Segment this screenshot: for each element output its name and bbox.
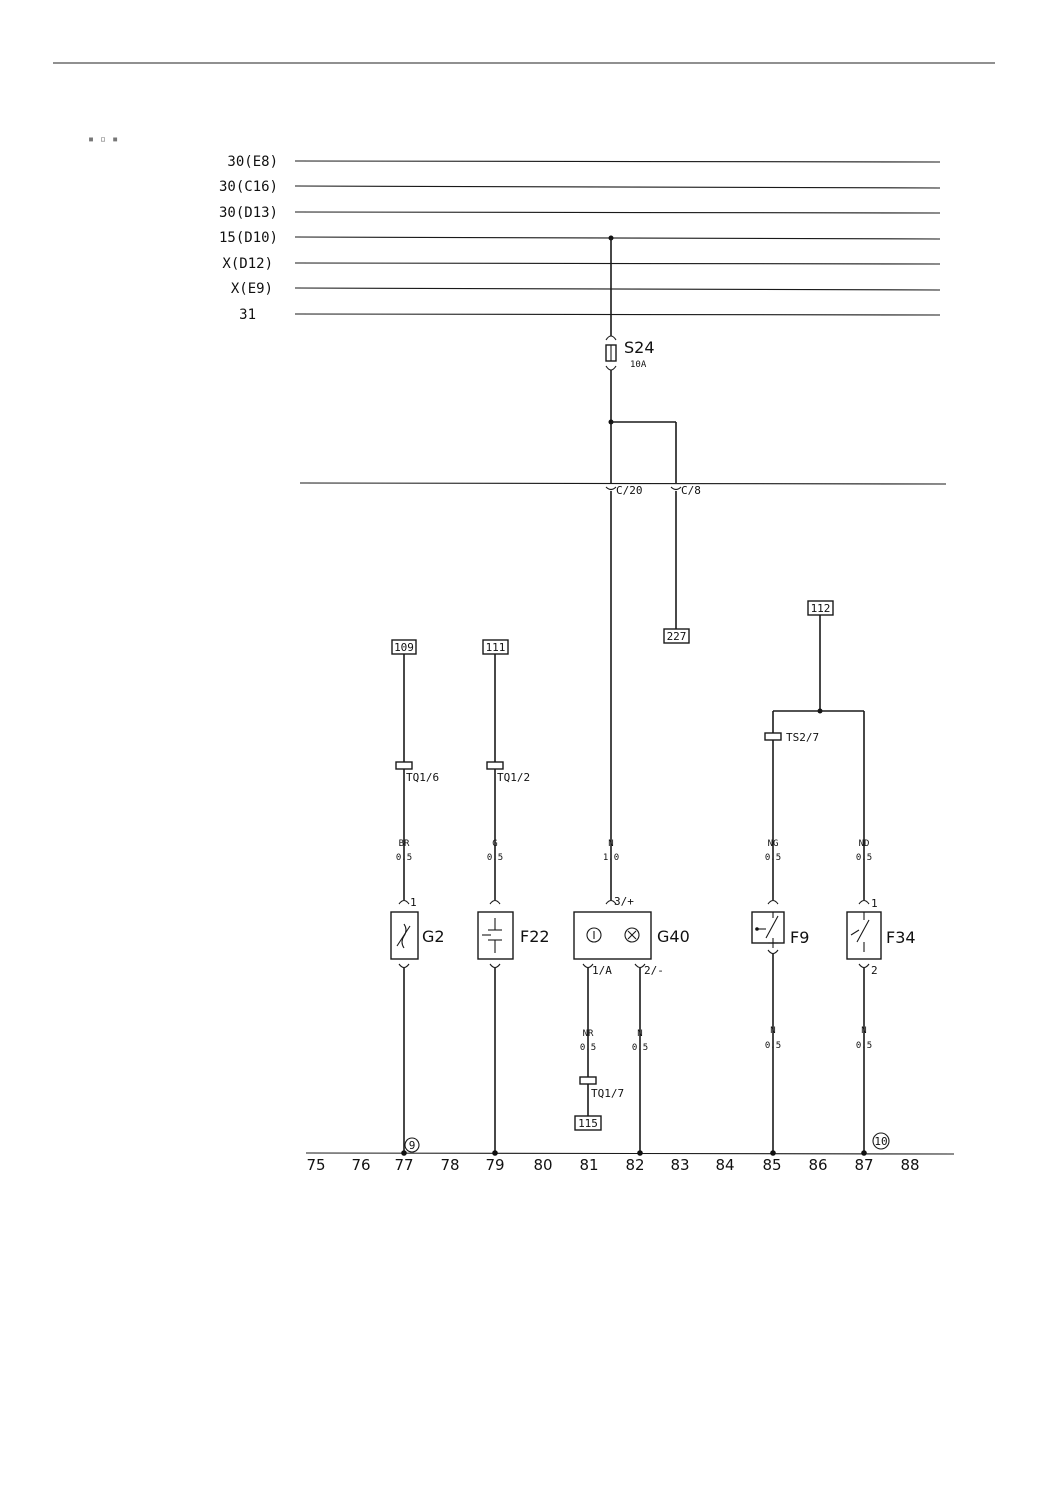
- wire-size: 0.5: [632, 1043, 648, 1053]
- pin-label: 1: [410, 896, 417, 909]
- wire-color: NR: [583, 1029, 594, 1039]
- component-f9: [752, 912, 784, 948]
- fuse-s24: S24 10A: [606, 238, 655, 422]
- wire-color: G: [492, 839, 497, 849]
- wire-size: 0.5: [856, 1041, 872, 1051]
- component-label: F9: [790, 928, 809, 947]
- wire-color: N: [861, 1026, 866, 1036]
- wire-size: 0.5: [765, 853, 781, 863]
- column-number: 76: [351, 1156, 370, 1174]
- bus-lines: [295, 161, 940, 315]
- pin-label: 1/A: [592, 964, 612, 977]
- ground-point-9: 9: [405, 1138, 419, 1152]
- bus-label: 30(C16): [219, 179, 278, 195]
- connector-label: C/8: [681, 484, 701, 497]
- column-number: 84: [715, 1156, 734, 1174]
- column-numbers: 75 76 77 78 79 80 81 82 83 84 85 86 87 8…: [306, 1156, 919, 1174]
- wire-size: 0.5: [580, 1043, 596, 1053]
- column-number: 82: [625, 1156, 644, 1174]
- column-number: 88: [900, 1156, 919, 1174]
- bus-label: 31: [239, 307, 256, 323]
- junction-dot: [401, 1150, 407, 1156]
- column-number: 81: [579, 1156, 598, 1174]
- column-number: 83: [670, 1156, 689, 1174]
- plug-label: TQ1/6: [406, 771, 439, 784]
- wire-size: 0.5: [856, 853, 872, 863]
- pin-label: 2: [871, 964, 878, 977]
- junction-dot: [492, 1150, 498, 1156]
- column-number: 77: [394, 1156, 413, 1174]
- wire-size: 0.5: [765, 1041, 781, 1051]
- bus-labels: 30(E8) 30(C16) 30(D13) 15(D10) X(D12) X(…: [219, 154, 278, 323]
- wire-size: 0.5: [396, 853, 412, 863]
- scan-artifact: ▪ ▫ ▪: [88, 134, 118, 145]
- junction-dot: [637, 1150, 643, 1156]
- component-label: F22: [520, 927, 550, 946]
- wire-color: BR: [399, 839, 410, 849]
- component-label: F34: [886, 928, 916, 947]
- wire-color: N: [608, 839, 613, 849]
- component-label: G2: [422, 927, 445, 946]
- component-g2: [391, 912, 418, 959]
- bus-label: 30(D13): [219, 205, 278, 221]
- pin-label: 3/+: [614, 895, 634, 908]
- plug-label: TS2/7: [786, 731, 819, 744]
- wire-size: 0.5: [487, 853, 503, 863]
- column-number: 86: [808, 1156, 827, 1174]
- wire-color: N: [770, 1026, 775, 1036]
- component-label: G40: [657, 927, 690, 946]
- column-number: 87: [854, 1156, 873, 1174]
- column-number: 79: [485, 1156, 504, 1174]
- fuse-label: S24: [624, 338, 655, 357]
- bus-label: X(E9): [231, 281, 273, 297]
- pin-label: 1: [871, 897, 878, 910]
- wire-color: N: [637, 1029, 642, 1039]
- bus-label: 15(D10): [219, 230, 278, 246]
- ref-111: 111: [486, 641, 506, 654]
- component-f34: [847, 912, 881, 959]
- component-g40: [574, 912, 651, 959]
- plug-label: TQ1/2: [497, 771, 530, 784]
- ground-label: 9: [409, 1139, 416, 1152]
- plug-label: TQ1/7: [591, 1087, 624, 1100]
- wire-color: ND: [859, 839, 870, 849]
- junction-dot: [770, 1150, 776, 1156]
- component-f22: [478, 912, 513, 959]
- fuse-rating: 10A: [630, 360, 647, 370]
- column-number: 75: [306, 1156, 325, 1174]
- ground-label: 10: [874, 1135, 887, 1148]
- connector-label: C/20: [616, 484, 643, 497]
- ref-112: 112: [811, 602, 831, 615]
- bus-label: X(D12): [222, 256, 273, 272]
- junction-dot: [861, 1150, 867, 1156]
- pin-label: 2/-: [644, 964, 664, 977]
- bus-label: 30(E8): [227, 154, 278, 170]
- ref-109: 109: [394, 641, 414, 654]
- ground-point-10: 10: [873, 1133, 889, 1149]
- column-number: 85: [762, 1156, 781, 1174]
- ref-115: 115: [578, 1117, 598, 1130]
- column-number: 80: [533, 1156, 552, 1174]
- column-number: 78: [440, 1156, 459, 1174]
- ref-227: 227: [667, 630, 687, 643]
- wire-size: 1.0: [603, 853, 619, 863]
- wire-color: NG: [768, 839, 779, 849]
